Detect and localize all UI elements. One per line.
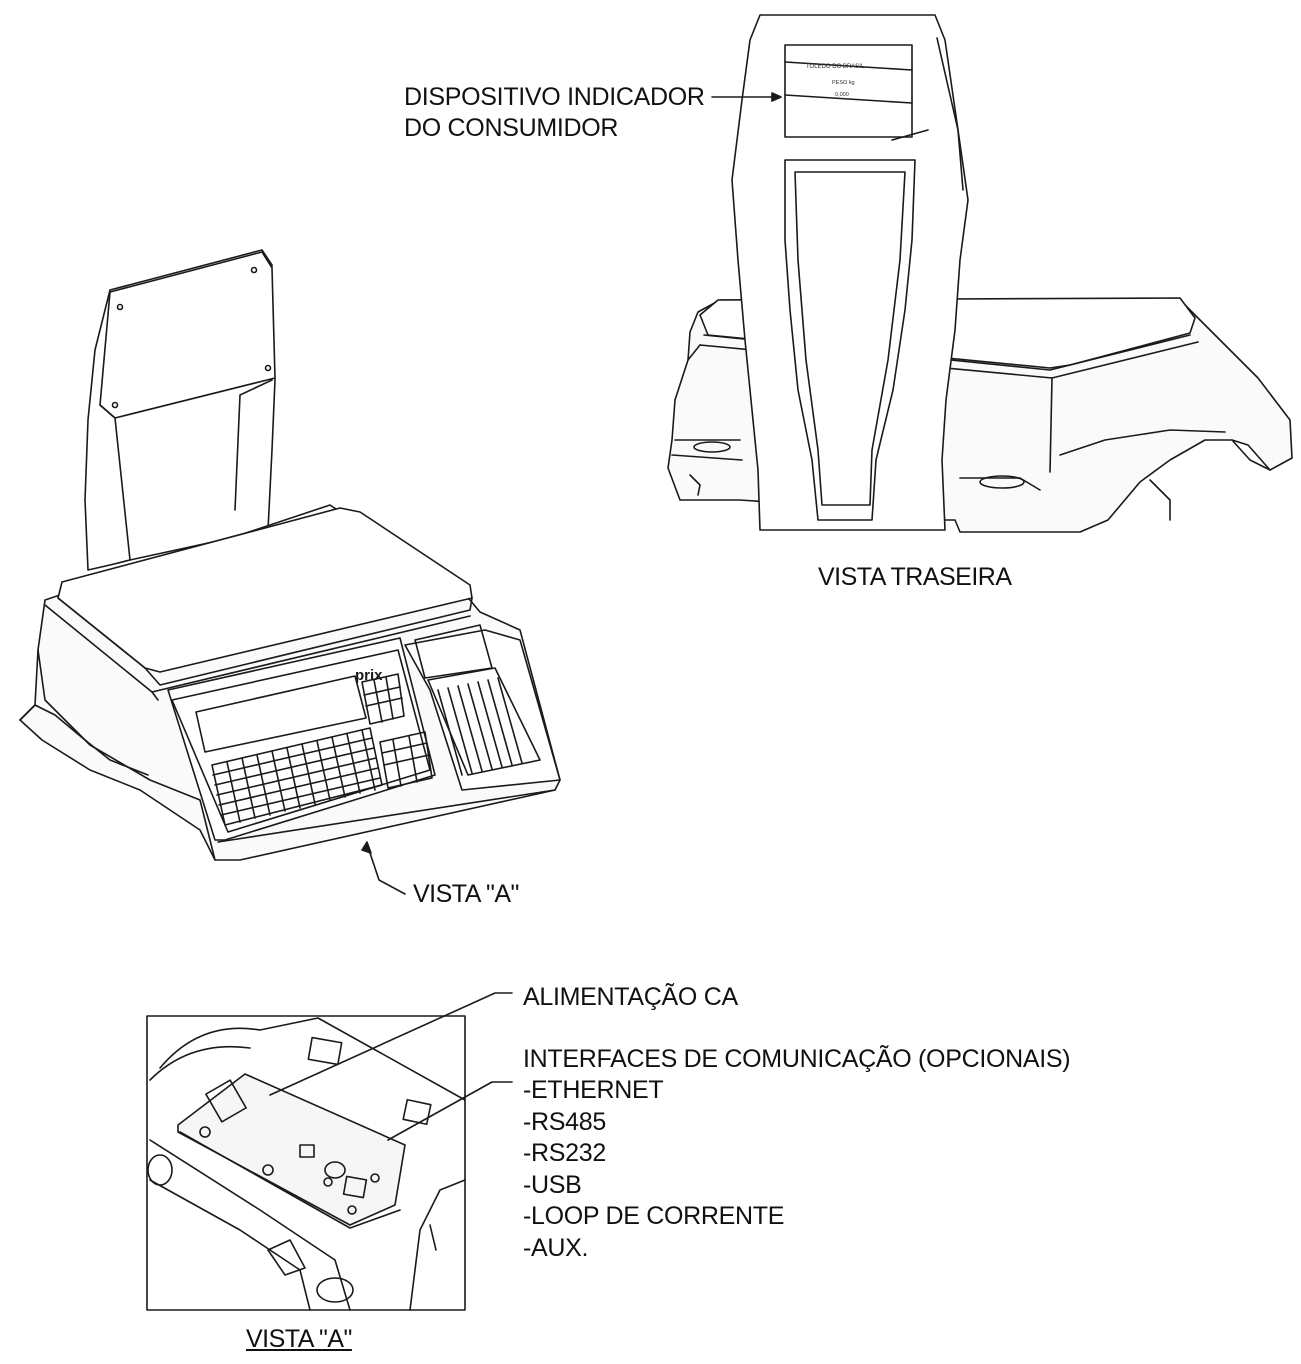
numeric-keypad <box>361 673 433 789</box>
view-a-pointer-label: VISTA "A" <box>413 880 519 908</box>
comm-item-current-loop: -LOOP DE CORRENTE <box>523 1202 785 1230</box>
alpha-keypad <box>211 727 383 826</box>
front-view-scale: prix <box>19 249 561 895</box>
consumer-display-screen <box>784 44 913 138</box>
ac-power-label: ALIMENTAÇÃO CA <box>523 983 738 1011</box>
comm-item-rs232: -RS232 <box>523 1139 606 1167</box>
view-a-caption: VISTA "A" <box>246 1325 352 1353</box>
consumer-display-label: DISPOSITIVO INDICADOR DO CONSUMIDOR <box>404 82 705 144</box>
comm-item-usb: -USB <box>523 1170 582 1199</box>
rear-view-scale: TOLEDO DO BRASIL PESO kg 0,000 <box>667 14 1293 533</box>
view-a-detail <box>146 992 513 1311</box>
rear-view-caption: VISTA TRASEIRA <box>818 563 1012 591</box>
screen-line-3: 0,000 <box>835 92 849 98</box>
brand-logo: prix <box>355 667 383 684</box>
comm-item-aux: -AUX. <box>523 1233 589 1262</box>
screen-line-1: TOLEDO DO BRASIL <box>806 64 865 70</box>
printer-section <box>404 629 561 791</box>
comm-interfaces-list: -ETHERNET -RS485 -RS232 -USB -LOOP DE CO… <box>523 1075 784 1264</box>
consumer-display-label-line2: DO CONSUMIDOR <box>404 114 619 142</box>
comm-item-rs485: -RS485 <box>523 1107 606 1136</box>
screen-line-2: PESO kg <box>832 80 855 86</box>
consumer-display-label-line1: DISPOSITIVO INDICADOR <box>404 83 705 111</box>
front-display <box>195 675 367 753</box>
comm-interfaces-title: INTERFACES DE COMUNICAÇÃO (OPCIONAIS) <box>523 1045 1071 1073</box>
comm-item-ethernet: -ETHERNET <box>523 1076 664 1104</box>
